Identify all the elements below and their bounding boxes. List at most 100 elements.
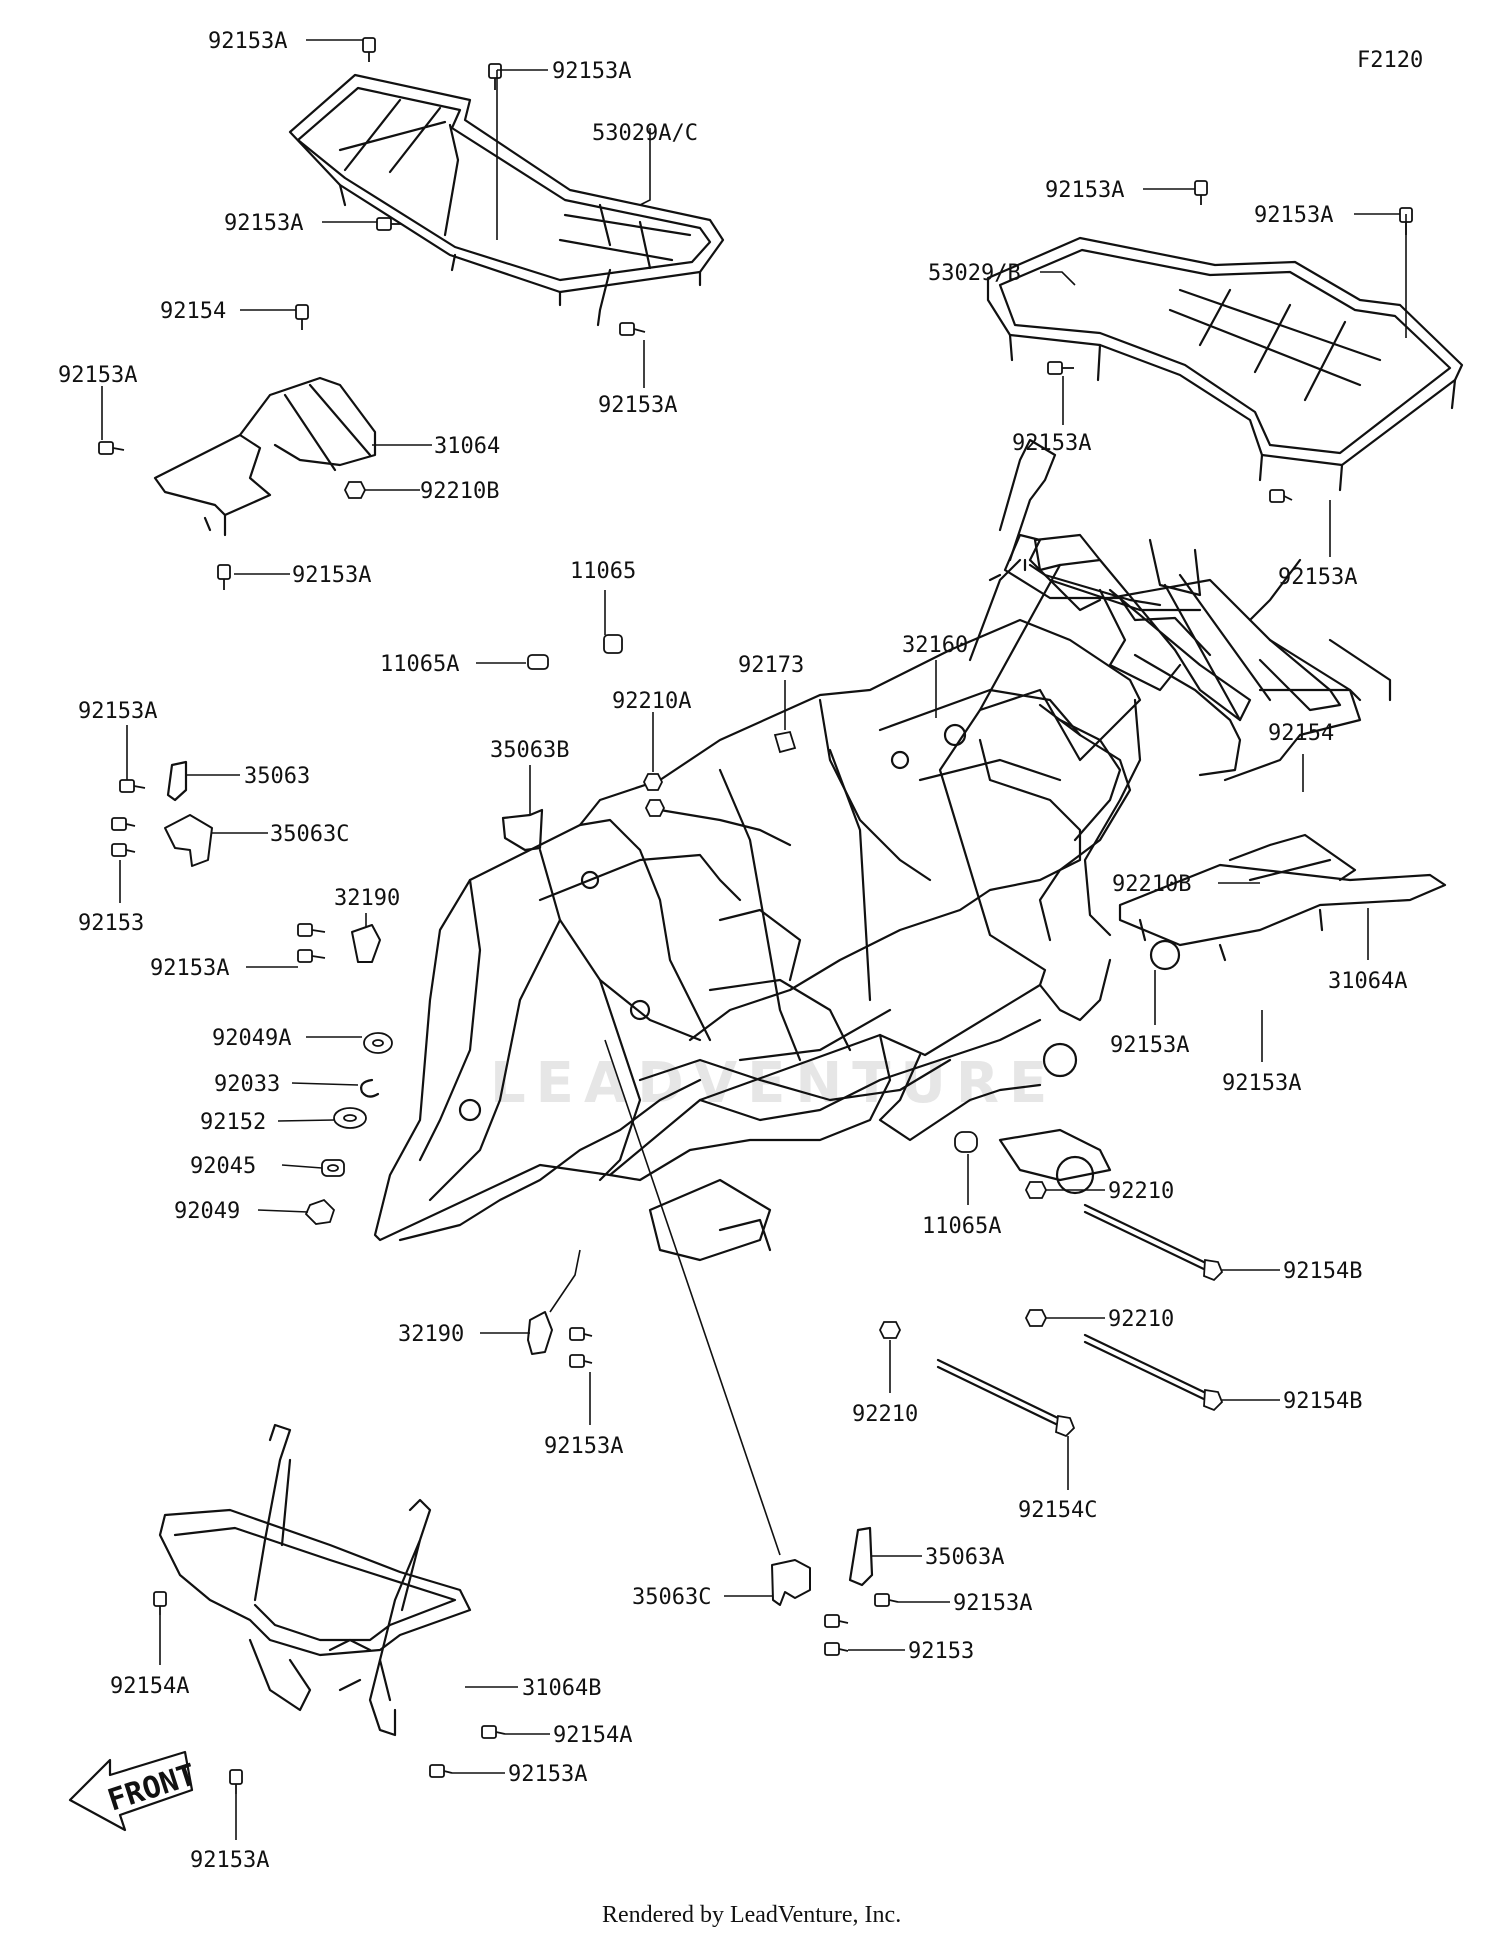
small-parts [98,37,1413,1794]
bolt-icon [569,1354,593,1368]
bolt-icon [376,217,402,231]
bracket-icon [771,1559,811,1606]
callout-92153A: 92153A [190,1848,269,1873]
callout-92153A: 92153A [208,29,287,54]
callout-11065A: 11065A [380,652,459,677]
washer-icon [363,1032,393,1054]
callout-92154A: 92154A [553,1723,632,1748]
front-carrier-53029A-C [288,73,725,327]
callout-92210: 92210 [852,1402,918,1427]
callout-92154A: 92154A [110,1674,189,1699]
bolt-icon [111,817,136,831]
nut-icon [644,799,666,817]
leader-lines [101,39,1407,1840]
callout-31064B: 31064B [522,1676,601,1701]
bolt-head-icon [1203,1258,1224,1282]
front-bracket-31064 [153,376,377,537]
callout-92153A: 92153A [544,1434,623,1459]
bolt-icon [874,1593,899,1607]
callout-92154C: 92154C [1018,1498,1097,1523]
callout-35063: 35063 [244,764,310,789]
bolt-head-icon [1055,1414,1076,1438]
bracket-icon [501,808,544,852]
bolt-icon [111,843,136,857]
rear-bumper-31064A [1118,833,1447,962]
bolt-icon [98,441,125,455]
bracket-icon [527,1311,553,1355]
nut-icon [1024,1181,1048,1199]
washer-icon [333,1107,367,1129]
callout-92152: 92152 [200,1110,266,1135]
front-label: FRONT [104,1757,201,1818]
callout-92153A: 92153A [1254,203,1333,228]
front-guard-31064B [158,1423,472,1737]
callout-92153A: 92153A [224,211,303,236]
callout-92153A: 92153A [598,393,677,418]
bolt-icon [119,779,146,793]
bolt-icon [481,1725,506,1739]
callout-92153: 92153 [78,911,144,936]
callout-35063A: 35063A [925,1545,1004,1570]
callout-31064A: 31064A [1328,969,1407,994]
bolt-icon [429,1764,453,1778]
footer-credit: Rendered by LeadVenture, Inc. [602,1902,901,1928]
callout-92153: 92153 [908,1639,974,1664]
callout-92210A: 92210A [612,689,691,714]
callout-92153A: 92153A [1045,178,1124,203]
bolt-icon [824,1642,849,1656]
bracket-icon [351,924,381,963]
callout-92154: 92154 [1268,721,1334,746]
bolt-icon [1047,361,1074,375]
clip-icon [360,1078,380,1098]
callout-92033: 92033 [214,1072,280,1097]
callout-92210: 92210 [1108,1307,1174,1332]
callout-92153A: 92153A [953,1591,1032,1616]
callout-35063C: 35063C [632,1585,711,1610]
bolt-icon [229,1769,243,1794]
callout-92210B: 92210B [1112,872,1191,897]
callout-32190: 32190 [334,886,400,911]
callout-92049A: 92049A [212,1026,291,1051]
callout-35063C: 35063C [270,822,349,847]
bolt-icon [1269,489,1293,503]
bracket-icon [164,814,213,867]
callout-32190: 32190 [398,1322,464,1347]
callout-92153A: 92153A [1222,1071,1301,1096]
callout-92153A: 92153A [150,956,229,981]
callout-92153A: 92153A [508,1762,587,1787]
callout-92210B: 92210B [420,479,499,504]
front-arrow: FRONT [68,1750,201,1832]
bolt-icon [824,1614,849,1628]
bolt-icon [619,322,646,336]
diagram-code: F2120 [1357,48,1423,73]
bolt-icon [488,63,502,90]
callout-92153A: 92153A [1110,1033,1189,1058]
bolt-icon [295,304,309,330]
nut-icon [878,1321,902,1339]
grommet-icon [954,1131,978,1153]
bolt-icon [1194,180,1208,205]
bolt-icon [297,923,326,937]
bolt-icon [297,949,326,963]
callout-92154B: 92154B [1283,1259,1362,1284]
nut-icon [642,773,664,791]
callout-92153A: 92153A [1278,565,1357,590]
callout-31064: 31064 [434,434,500,459]
callout-32160: 32160 [902,633,968,658]
bolt-icon [569,1327,593,1341]
callout-92045: 92045 [190,1154,256,1179]
callout-11065: 11065 [570,559,636,584]
callout-labels: 92153A 92153A 53029A/C 92153A 92153A 921… [58,29,1407,1873]
rear-carrier-53029-B [986,236,1464,492]
callout-92154B: 92154B [1283,1389,1362,1414]
callout-92153A: 92153A [552,59,631,84]
callout-92049: 92049 [174,1199,240,1224]
callout-92173: 92173 [738,653,804,678]
nut-icon [343,481,367,499]
grommet-icon [527,654,549,670]
grommet-icon [603,634,623,654]
clip-icon [773,730,797,754]
main-frame [373,438,1392,1262]
washer-icon [321,1159,345,1177]
